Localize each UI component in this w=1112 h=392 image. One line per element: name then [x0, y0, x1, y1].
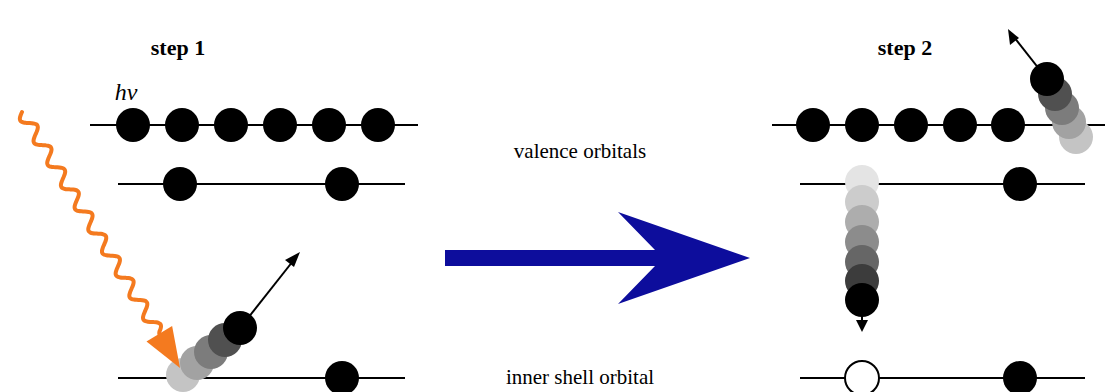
- step1-electrons: [116, 108, 395, 392]
- arrow-head: [856, 320, 868, 332]
- orbital-line: [800, 183, 1085, 185]
- electron: [796, 108, 830, 142]
- electron: [894, 108, 928, 142]
- step-title: step 1: [151, 36, 205, 60]
- photon-wave: [20, 112, 161, 334]
- electron: [165, 108, 199, 142]
- photon-symbol: hν: [115, 79, 138, 105]
- orbital-label: inner shell orbital: [506, 366, 654, 389]
- electron: [943, 108, 977, 142]
- arrow-head: [285, 252, 300, 267]
- photoelectron-trail: [166, 252, 300, 392]
- electron: [116, 108, 150, 142]
- step1-orbitals: [90, 125, 418, 378]
- motion-arrow: [861, 300, 863, 322]
- orbital-line: [118, 183, 405, 185]
- core-hole: [845, 361, 879, 392]
- process-arrow: [445, 212, 750, 304]
- auger-electron-trail: [1008, 29, 1093, 154]
- electron: [214, 108, 248, 142]
- arrow-head: [1008, 29, 1019, 45]
- motion-arrow: [240, 261, 293, 328]
- electron: [1003, 167, 1037, 201]
- orbital-line: [800, 377, 1085, 379]
- electron: [845, 108, 879, 142]
- electron: [325, 167, 359, 201]
- step2-orbitals: [772, 125, 1105, 378]
- step-title: step 2: [878, 36, 932, 60]
- electron: [312, 108, 346, 142]
- electron: [325, 361, 359, 392]
- electron: [263, 108, 297, 142]
- photon-arrow-head: [147, 326, 181, 368]
- step2-electrons: [796, 108, 1037, 392]
- photon: [20, 112, 180, 368]
- relaxing-electron-trail: [845, 165, 879, 332]
- electron: [163, 167, 197, 201]
- electron: [361, 108, 395, 142]
- motion-arrow: [1014, 37, 1047, 79]
- electron: [991, 108, 1025, 142]
- orbital-label: valence orbitals: [514, 140, 646, 163]
- electron: [1003, 361, 1037, 392]
- orbital-line: [118, 377, 405, 379]
